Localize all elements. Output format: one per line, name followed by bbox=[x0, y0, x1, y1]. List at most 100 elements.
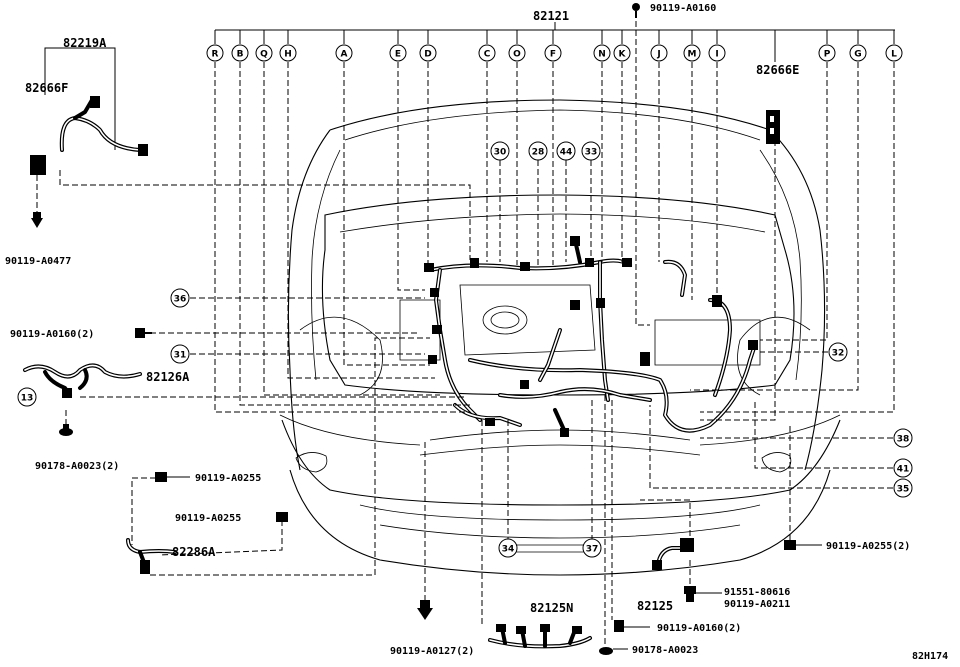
callout-37: 37 bbox=[582, 538, 602, 558]
leader-lines bbox=[36, 12, 895, 645]
engine-components bbox=[399, 284, 761, 366]
part-label-82286a: 82286A bbox=[172, 545, 216, 559]
connector-bubble-p: P bbox=[818, 44, 836, 62]
part-number-labels: 82121 82219A 82666F 82666E 82126A 82286A… bbox=[25, 9, 799, 615]
sub-harness-82125n bbox=[488, 624, 592, 649]
connector-bubble-a: A bbox=[335, 44, 353, 62]
fastener-label-a0255-mid: 90119-A0255 bbox=[175, 513, 241, 524]
svg-text:37: 37 bbox=[586, 545, 599, 555]
svg-text:36: 36 bbox=[174, 295, 187, 305]
fastener-label-a0023-2: 90178-A0023(2) bbox=[35, 461, 119, 472]
svg-text:R: R bbox=[212, 50, 219, 60]
callout-30: 30 bbox=[490, 141, 510, 161]
sub-harness-82219a bbox=[30, 96, 148, 175]
fastener-label-a0211: 90119-A0211 bbox=[724, 599, 790, 610]
connector-bubble-g: G bbox=[849, 44, 867, 62]
callout-38: 38 bbox=[893, 428, 913, 448]
part-label-82666f: 82666F bbox=[25, 81, 68, 95]
svg-text:32: 32 bbox=[832, 349, 845, 359]
callout-bubbles: 30 28 44 33 36 31 13 32 38 41 35 34 37 bbox=[17, 141, 913, 558]
bolt-icon bbox=[614, 620, 650, 632]
callout-44: 44 bbox=[556, 141, 576, 161]
svg-text:N: N bbox=[598, 50, 606, 60]
clip-icon bbox=[59, 424, 73, 436]
part-label-82666e: 82666E bbox=[756, 63, 799, 77]
callout-32: 32 bbox=[828, 342, 848, 362]
connector-bubble-e: E bbox=[389, 44, 407, 62]
svg-text:34: 34 bbox=[502, 545, 515, 555]
callout-41: 41 bbox=[893, 458, 913, 478]
svg-text:Q: Q bbox=[260, 50, 268, 60]
svg-text:F: F bbox=[550, 50, 556, 60]
fastener-label-a0160-bottom: 90119-A0160(2) bbox=[657, 623, 741, 634]
connector-bubble-j: J bbox=[650, 44, 668, 62]
connector-bubble-b: B bbox=[231, 44, 249, 62]
svg-text:L: L bbox=[891, 50, 897, 60]
bolt-icon bbox=[31, 212, 43, 228]
fastener-label-a0255-right: 90119-A0255(2) bbox=[826, 541, 910, 552]
vehicle-body-outline bbox=[279, 99, 841, 576]
bolt-icon bbox=[417, 600, 433, 620]
connector-bubble-k: K bbox=[613, 44, 631, 62]
svg-text:44: 44 bbox=[560, 148, 573, 158]
connector-bubble-i: I bbox=[708, 44, 726, 62]
callout-34: 34 bbox=[498, 538, 518, 558]
sub-harness-82286a bbox=[126, 538, 177, 574]
fastener-label-91551: 91551-80616 bbox=[724, 587, 790, 598]
svg-text:M: M bbox=[688, 50, 697, 60]
svg-text:E: E bbox=[395, 50, 401, 60]
sub-harness-82126a bbox=[23, 363, 142, 398]
fastener-label-a0477: 90119-A0477 bbox=[5, 256, 71, 267]
svg-text:B: B bbox=[237, 50, 244, 60]
connector-bubble-n: N bbox=[593, 44, 611, 62]
bolt-icon bbox=[155, 472, 190, 482]
connector-bubble-r: R bbox=[206, 44, 224, 62]
connector-bubble-c: C bbox=[478, 44, 496, 62]
clamp-icon bbox=[684, 586, 722, 602]
svg-text:31: 31 bbox=[174, 351, 187, 361]
callout-36: 36 bbox=[170, 288, 190, 308]
sub-harness-82666e bbox=[766, 110, 780, 144]
bolt-icon bbox=[135, 328, 152, 338]
svg-text:H: H bbox=[284, 50, 292, 60]
main-engine-wire-harness bbox=[424, 236, 758, 437]
bolt-icon bbox=[784, 540, 822, 550]
sub-harness-82125 bbox=[652, 538, 694, 570]
fastener-label-top: 90119-A0160 bbox=[650, 3, 716, 14]
svg-text:35: 35 bbox=[897, 485, 910, 495]
fastener-label-a0255-top: 90119-A0255 bbox=[195, 473, 261, 484]
connector-letter-bubbles: R B Q H A E D C O F N K J M I P G L bbox=[206, 44, 903, 62]
svg-text:J: J bbox=[656, 50, 660, 60]
part-label-82219a: 82219A bbox=[63, 36, 107, 50]
bolt-icon bbox=[632, 3, 640, 18]
svg-text:33: 33 bbox=[585, 148, 598, 158]
part-label-82125n: 82125N bbox=[530, 601, 573, 615]
drawing-code: 82H174 bbox=[912, 651, 948, 662]
fastener-labels: 90119-A0160 90119-A0477 90119-A0160(2) 9… bbox=[5, 3, 910, 657]
connector-bubble-l: L bbox=[885, 44, 903, 62]
svg-text:G: G bbox=[854, 50, 861, 60]
fastener-label-a0023: 90178-A0023 bbox=[632, 645, 698, 656]
callout-28: 28 bbox=[528, 141, 548, 161]
callout-33: 33 bbox=[581, 141, 601, 161]
clip-icon bbox=[599, 647, 628, 655]
fastener-symbols bbox=[31, 3, 822, 655]
svg-text:K: K bbox=[619, 50, 627, 60]
svg-text:D: D bbox=[424, 50, 431, 60]
connector-bubble-m: M bbox=[683, 44, 701, 62]
svg-text:P: P bbox=[824, 50, 831, 60]
svg-text:C: C bbox=[484, 50, 491, 60]
connector-bubble-q: Q bbox=[255, 44, 273, 62]
callout-35: 35 bbox=[893, 478, 913, 498]
callout-13: 13 bbox=[17, 387, 37, 407]
svg-text:I: I bbox=[715, 50, 718, 60]
svg-text:O: O bbox=[513, 50, 521, 60]
part-label-82121: 82121 bbox=[533, 9, 569, 23]
connector-bubble-f: F bbox=[544, 44, 562, 62]
svg-text:38: 38 bbox=[897, 435, 910, 445]
bolt-icon bbox=[276, 512, 288, 522]
svg-text:A: A bbox=[341, 50, 348, 60]
svg-text:28: 28 bbox=[532, 148, 545, 158]
